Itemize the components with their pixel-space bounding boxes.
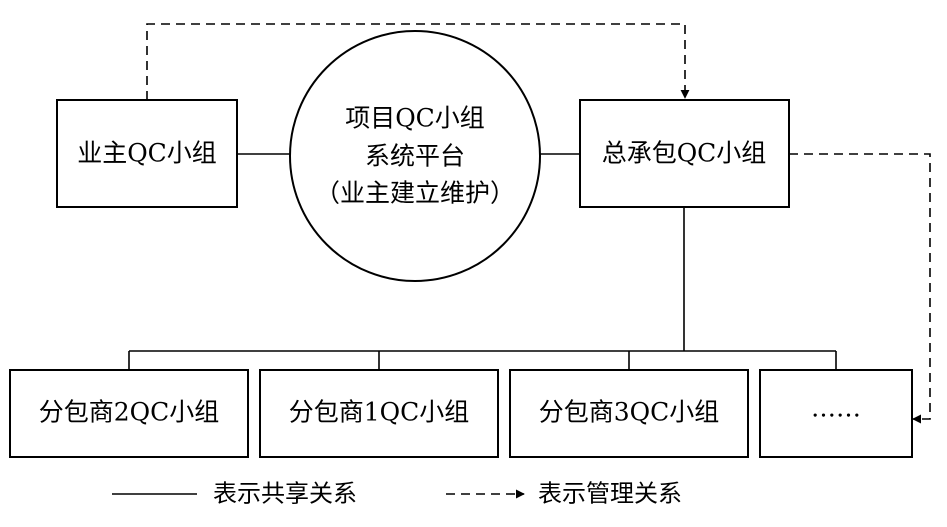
- subcontractor-3-qc-group-box: 分包商3QC小组: [509, 369, 749, 458]
- subcontractor-1-qc-group-label: 分包商1QC小组: [289, 398, 470, 427]
- general-contractor-qc-group-label: 总承包QC小组: [602, 139, 767, 168]
- contractor-to-subcontractors-management-arrow: [789, 153, 931, 424]
- project-qc-platform-circle: 项目QC小组 系统平台 （业主建立维护）: [289, 30, 541, 282]
- platform-label-line1: 项目QC小组: [345, 104, 485, 133]
- platform-label-line3: （业主建立维护）: [315, 179, 515, 208]
- general-contractor-qc-group-box: 总承包QC小组: [579, 99, 790, 208]
- legend-shared-relation-label: 表示共享关系: [213, 480, 357, 508]
- more-subcontractors-box: ……: [759, 369, 913, 458]
- owner-qc-group-label: 业主QC小组: [77, 139, 217, 168]
- subcontractor-3-qc-group-label: 分包商3QC小组: [539, 398, 720, 427]
- legend-management-relation-label: 表示管理关系: [538, 480, 682, 508]
- more-subcontractors-ellipsis: ……: [811, 394, 861, 423]
- subcontractor-2-qc-group-box: 分包商2QC小组: [9, 369, 249, 458]
- subcontractor-2-qc-group-label: 分包商2QC小组: [39, 398, 220, 427]
- owner-qc-group-box: 业主QC小组: [56, 99, 238, 208]
- legend: 表示共享关系 表示管理关系: [112, 480, 682, 508]
- subcontractor-1-qc-group-box: 分包商1QC小组: [259, 369, 499, 458]
- platform-label-line2: 系统平台: [365, 142, 465, 171]
- owner-to-contractor-management-arrow: [146, 23, 690, 100]
